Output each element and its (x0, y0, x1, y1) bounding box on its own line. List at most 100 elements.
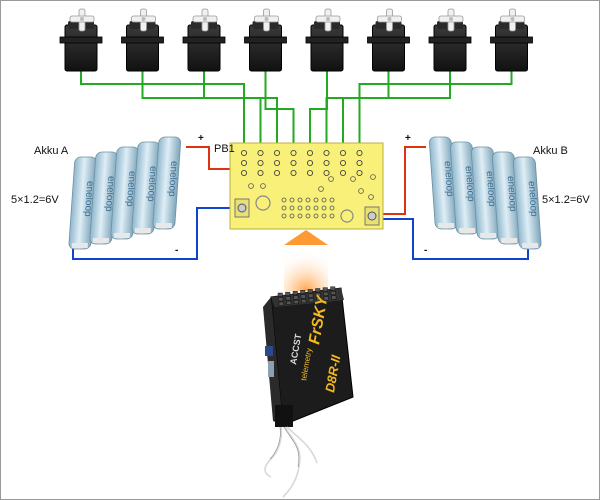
board-pin-hole (305, 197, 311, 203)
battery-b-positive-wire (375, 146, 426, 215)
receiver-pin (285, 291, 291, 296)
receiver-pin (293, 295, 299, 300)
receiver-pin (308, 293, 314, 298)
receiver-pin (330, 291, 336, 295)
battery-cell-body (152, 136, 181, 230)
servo-body (249, 24, 282, 72)
board-pin-hole (297, 213, 303, 219)
board-pin-hole (257, 159, 264, 167)
board-pin-hole (318, 186, 324, 192)
servo-row (59, 8, 533, 72)
servo-horn-screw (80, 17, 84, 21)
board-pin-hole (329, 197, 335, 203)
servo-body (433, 24, 467, 72)
board-pin-hole (339, 149, 347, 157)
servo-flange (305, 36, 349, 44)
battery-cell-end (480, 233, 497, 238)
board-pin-hole (321, 197, 327, 203)
left-terminal-screw (237, 203, 247, 213)
servo-horn-screw (203, 17, 207, 21)
board-pin-hole (313, 197, 319, 203)
receiver-model: D8R-II (322, 354, 343, 394)
board-pin-hole (329, 213, 335, 219)
board-pin-hole (321, 205, 327, 211)
receiver-pin-header (277, 286, 337, 306)
receiver-pin (307, 289, 313, 294)
board-pin-hole (273, 159, 281, 167)
receiver-antenna-base (275, 405, 293, 427)
receiver-pin (316, 297, 322, 302)
receiver-pin (301, 299, 307, 303)
servo-flange (244, 36, 287, 44)
servo-icon (121, 8, 164, 72)
board-label: PB1 (214, 143, 235, 155)
servo-flange (121, 36, 164, 44)
servo-icon (59, 8, 103, 72)
receiver-pin (285, 296, 291, 301)
board-pin-hole (305, 213, 311, 219)
right-terminal-screw (367, 211, 377, 221)
board-pin-hole (323, 149, 330, 157)
servo-horn-screw (449, 17, 453, 21)
servo-signal-wire (203, 69, 278, 153)
battery-a-label: Akku A (34, 145, 69, 157)
battery-a-negative-wire (72, 207, 241, 260)
servo-flange (182, 36, 226, 44)
battery-b-label: Akku B (533, 145, 568, 157)
servo-body (310, 24, 344, 72)
battery-b-plus: + (405, 133, 411, 144)
board-pin-hole (290, 169, 297, 177)
board-pin-hole (356, 169, 363, 177)
receiver-pin (286, 300, 292, 305)
battery-cell-end (155, 223, 172, 228)
battery-cell-end (438, 223, 455, 228)
servo-signal-wire (80, 69, 245, 153)
board-pin-hole (290, 159, 297, 167)
receiver-antenna (264, 426, 318, 498)
battery-a-voltage: 5×1.2=6V (11, 194, 59, 206)
servo-icon (305, 8, 349, 72)
battery-cell-end (459, 228, 476, 233)
battery-b-minus: - (424, 245, 427, 256)
servo-signal-wire (309, 69, 328, 153)
battery-cell: eneloop (110, 146, 139, 240)
battery-cell-label: eneloop (166, 161, 180, 197)
receiver-pin (323, 291, 329, 296)
servo-body (187, 24, 221, 72)
receiver-antenna-shadow (269, 426, 300, 468)
servo-flange (367, 36, 410, 44)
battery-cell-body (513, 156, 542, 250)
board-pin-hole (240, 169, 248, 177)
servo-body (495, 24, 528, 72)
servo-horn-screw (264, 17, 269, 21)
servo-flange (428, 36, 472, 44)
receiver-pin (278, 297, 284, 302)
servo-horn-screw (326, 17, 330, 21)
board-pin-hole (305, 205, 311, 211)
battery-b-negative-wire (375, 218, 529, 260)
board-pin-hole (306, 149, 314, 157)
receiver-led (265, 346, 273, 356)
board-pin-hole (297, 205, 303, 211)
board-hole (340, 209, 354, 223)
servo-horn-screw (510, 17, 515, 21)
board-pin-holes (240, 149, 376, 219)
signal-wires (80, 69, 513, 153)
servo-signal-wire (325, 69, 390, 153)
board-pin-hole (306, 169, 314, 177)
receiver-pin (300, 294, 306, 299)
battery-cell-label: eneloop (526, 181, 540, 217)
servo-signal-wire (358, 69, 513, 153)
servo-icon (490, 8, 533, 72)
battery-cell: eneloop (68, 156, 97, 250)
receiver-pin (300, 290, 306, 294)
servo-icon (428, 8, 472, 72)
battery-cell-end (92, 238, 109, 243)
board-pin-hole (313, 213, 319, 219)
board-pin-hole (281, 205, 287, 211)
battery-cell: eneloop (152, 136, 181, 230)
board-pin-hole (370, 174, 376, 180)
